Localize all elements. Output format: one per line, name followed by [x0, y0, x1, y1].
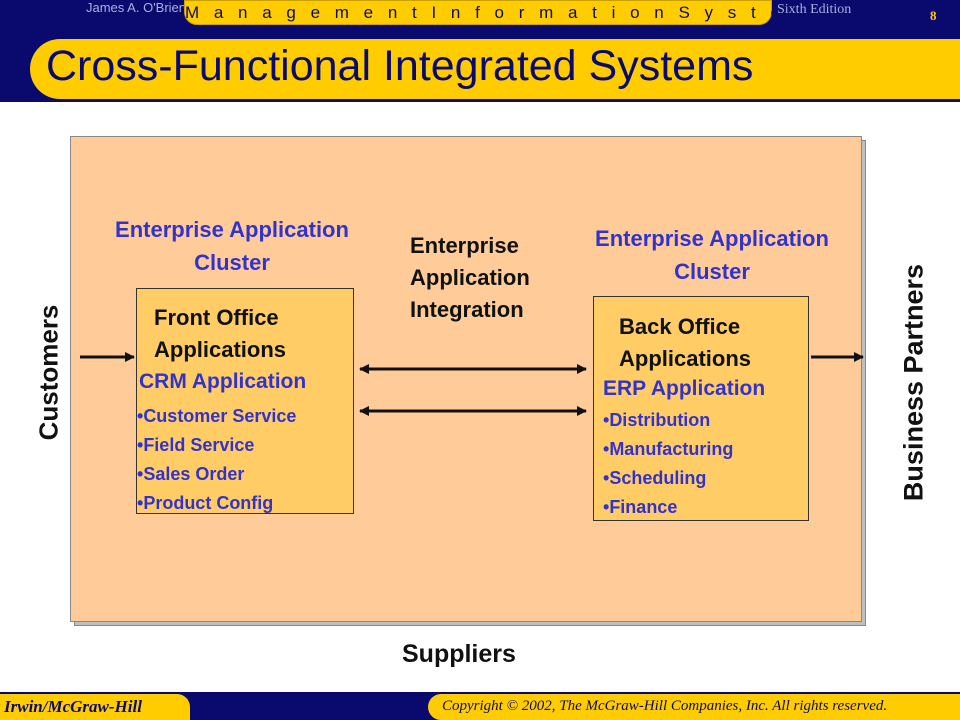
- list-item: Manufacturing: [603, 435, 733, 464]
- slide-title: Cross-Functional Integrated Systems: [46, 42, 754, 90]
- front-office-title: Front Office Applications: [154, 302, 286, 366]
- business-partners-label: Business Partners: [898, 263, 929, 502]
- integration-line1: Enterprise: [410, 233, 519, 258]
- front-office-title-line1: Front Office: [154, 305, 279, 330]
- customers-label: Customers: [33, 304, 64, 441]
- right-cluster-label: Enterprise Application Cluster: [566, 222, 858, 288]
- integration-label: Enterprise Application Integration: [410, 230, 530, 326]
- right-cluster-line2: Cluster: [674, 259, 750, 284]
- publisher-label: Irwin/McGraw-Hill: [4, 697, 142, 716]
- left-cluster-line2: Cluster: [194, 250, 270, 275]
- back-office-title-line2: Applications: [619, 346, 752, 371]
- page-number: 8: [930, 8, 937, 23]
- list-item: Field Service: [137, 431, 296, 460]
- crm-application-label: CRM Application: [139, 370, 307, 393]
- right-cluster-line1: Enterprise Application: [595, 226, 829, 251]
- author-label: James A. O'Brien: [86, 0, 187, 15]
- list-item: Distribution: [603, 406, 733, 435]
- copyright-label: Copyright © 2002, The McGraw-Hill Compan…: [442, 698, 888, 714]
- course-banner: M a n a g e m e n t I n f o r m a t i o …: [184, 0, 837, 25]
- erp-application-label: ERP Application: [603, 377, 766, 400]
- list-item: Sales Order: [137, 460, 296, 489]
- course-title: M a n a g e m e n t I n f o r m a t i o …: [185, 3, 837, 22]
- front-office-list: Customer Service Field Service Sales Ord…: [137, 402, 296, 518]
- title-bar: [30, 39, 960, 99]
- left-cluster-line1: Enterprise Application: [115, 217, 349, 242]
- back-office-list: Distribution Manufacturing Scheduling Fi…: [603, 406, 733, 522]
- edition-label: Sixth Edition: [777, 2, 852, 17]
- integration-line2: Application: [410, 265, 530, 290]
- left-cluster-label: Enterprise Application Cluster: [86, 213, 378, 279]
- suppliers-label: Suppliers: [402, 640, 516, 668]
- list-item: Finance: [603, 493, 733, 522]
- list-item: Customer Service: [137, 402, 296, 431]
- list-item: Product Config: [137, 489, 296, 518]
- integration-line3: Integration: [410, 297, 524, 322]
- publisher-pill: [0, 694, 190, 720]
- front-office-title-line2: Applications: [154, 337, 287, 362]
- back-office-title-line1: Back Office: [619, 314, 741, 339]
- copyright-pill: [428, 694, 960, 720]
- back-office-title: Back Office Applications: [619, 311, 751, 375]
- list-item: Scheduling: [603, 464, 733, 493]
